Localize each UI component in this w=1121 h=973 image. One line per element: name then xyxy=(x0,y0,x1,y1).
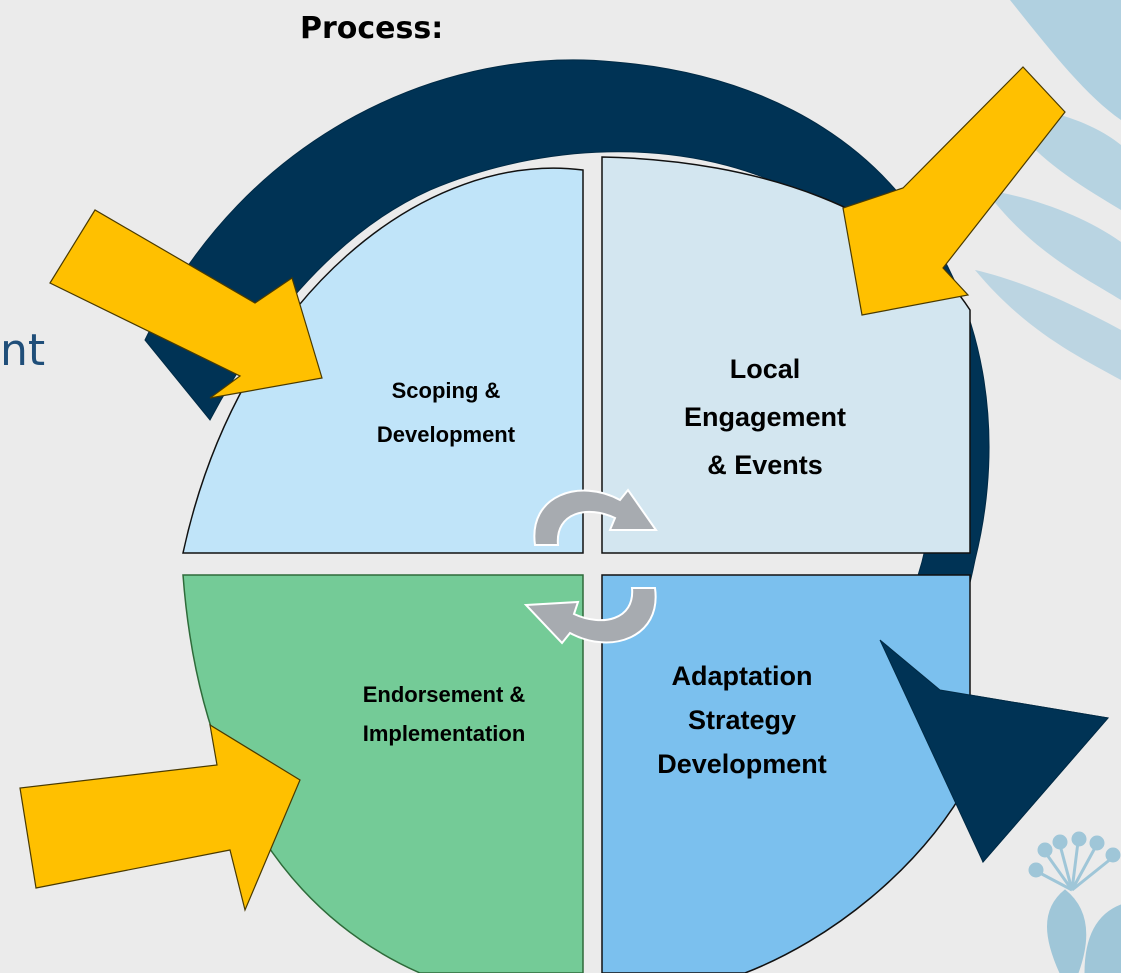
big-cycle-arrowhead-icon xyxy=(879,639,1109,863)
label-local-line-3: & Events xyxy=(707,450,823,480)
label-adaptation-line-3: Development xyxy=(657,749,827,779)
input-arrow-scoping xyxy=(49,209,323,399)
label-adaptation: Adaptation Strategy Development xyxy=(657,661,827,779)
input-arrow-local xyxy=(842,66,1066,316)
label-endorsement: Endorsement & Implementation xyxy=(363,682,526,746)
label-local-line-1: Local xyxy=(730,354,801,384)
label-scoping-line-1: Scoping & xyxy=(392,378,501,403)
flower-decoration-icon xyxy=(1028,831,1121,973)
cycle-arrow-top xyxy=(533,488,658,546)
diagram-title: Process: xyxy=(300,11,443,46)
label-endorsement-line-2: Implementation xyxy=(363,721,526,746)
leaf-decoration-icon xyxy=(975,0,1121,380)
input-arrow-icon xyxy=(19,66,1066,912)
label-scoping-line-2: Development xyxy=(377,422,516,447)
side-text-fragment: nt xyxy=(0,325,45,376)
label-scoping: Scoping & Development xyxy=(377,378,516,447)
label-endorsement-line-1: Endorsement & xyxy=(363,682,526,707)
label-adaptation-line-2: Strategy xyxy=(688,705,796,735)
input-arrow-endorsement xyxy=(19,723,301,912)
label-local-line-2: Engagement xyxy=(684,402,846,432)
label-local: Local Engagement & Events xyxy=(684,354,846,480)
curved-cycle-arrow-icon xyxy=(523,488,658,645)
cycle-arrow-bottom xyxy=(523,587,657,645)
quadrant-scoping xyxy=(182,167,584,554)
label-adaptation-line-1: Adaptation xyxy=(672,661,813,691)
quadrant-endorsement xyxy=(182,574,584,973)
